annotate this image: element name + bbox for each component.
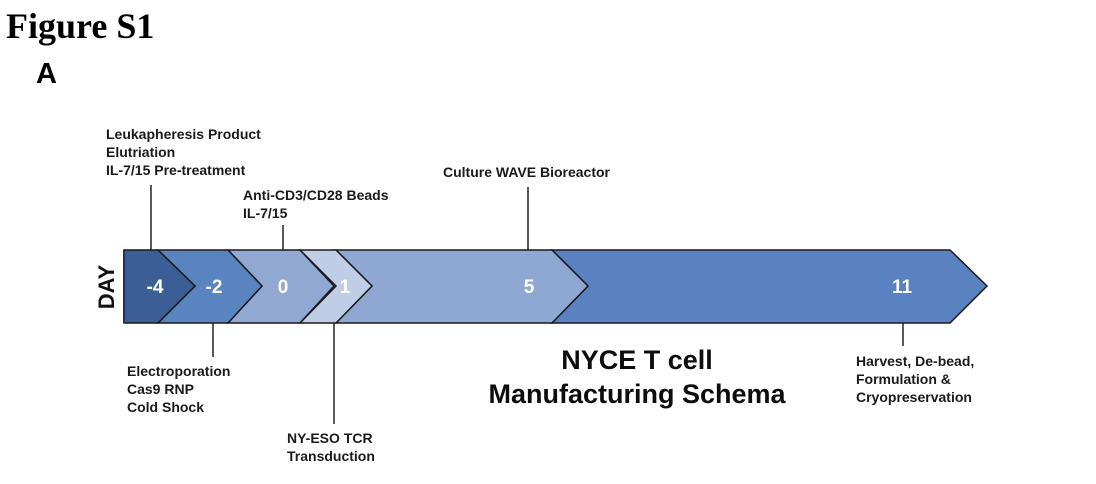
schema-title: NYCE T cell Manufacturing Schema: [462, 343, 812, 411]
axis-label-day: DAY: [94, 264, 119, 309]
day-label-5: 5: [524, 277, 535, 298]
segment-day-1: [298, 249, 374, 324]
segment-day-11: [550, 249, 989, 324]
annotation-line: Cryopreservation: [856, 389, 972, 405]
segment-day-5: [334, 249, 590, 324]
day-label-11: 11: [892, 277, 913, 298]
panel-label: A: [36, 58, 57, 90]
annotation-line: NY-ESO TCR: [287, 430, 373, 446]
annotation-line: IL-7/15 Pre-treatment: [106, 162, 246, 178]
annotation-line: Transduction: [287, 448, 375, 464]
annotation-line: Leukapheresis Product: [106, 126, 261, 142]
timeline-left-edge: [123, 250, 125, 323]
annotation-line: Culture WAVE Bioreactor: [443, 164, 610, 180]
figure-title: Figure S1: [6, 6, 155, 46]
annotation-line: IL-7/15: [243, 205, 288, 221]
annotation-leukapheresis: Leukapheresis Product Elutriation IL-7/1…: [106, 125, 261, 179]
day-label-minus4: -4: [147, 277, 164, 298]
day-label-1: 1: [340, 277, 351, 298]
annotation-beads: Anti-CD3/CD28 Beads IL-7/15: [243, 186, 388, 222]
annotation-line: Harvest, De-bead,: [856, 353, 975, 369]
annotation-line: Formulation &: [856, 371, 951, 387]
annotation-harvest: Harvest, De-bead, Formulation & Cryopres…: [856, 352, 974, 406]
schema-title-line2: Manufacturing Schema: [488, 379, 786, 409]
annotation-line: Electroporation: [127, 363, 231, 379]
annotation-culture: Culture WAVE Bioreactor: [443, 163, 610, 181]
annotation-line: Anti-CD3/CD28 Beads: [243, 187, 389, 203]
schema-title-line1: NYCE T cell: [561, 345, 713, 375]
annotation-transduction: NY-ESO TCR Transduction: [287, 429, 375, 465]
annotation-line: Elutriation: [106, 144, 176, 160]
annotation-line: Cold Shock: [127, 399, 205, 415]
day-label-0: 0: [278, 277, 289, 298]
day-label-minus2: -2: [206, 277, 223, 298]
annotation-line: Cas9 RNP: [127, 381, 194, 397]
annotation-electroporation: Electroporation Cas9 RNP Cold Shock: [127, 362, 230, 416]
